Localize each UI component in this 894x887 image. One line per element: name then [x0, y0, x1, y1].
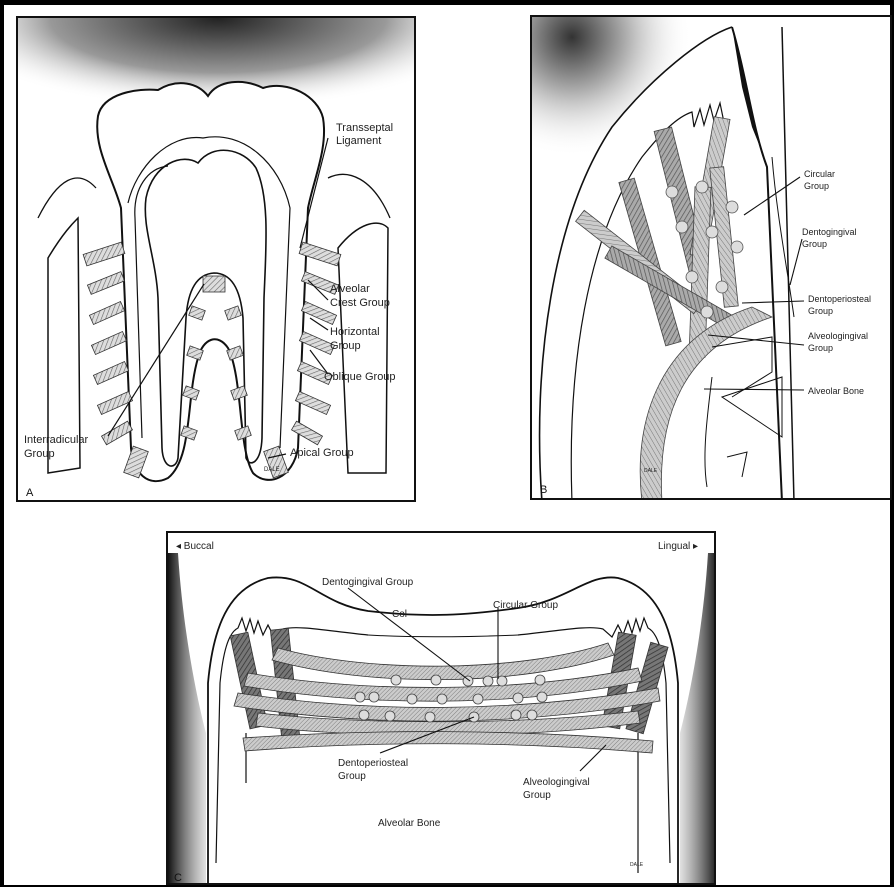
- label-horizontal: Horizontal: [330, 326, 380, 338]
- label-dentoperiosteal: Dentoperiosteal: [808, 294, 871, 304]
- figure-frame: Transseptal Ligament Alveolar Crest Grou…: [4, 5, 890, 885]
- label-alveologingival-group: Group: [808, 343, 833, 353]
- label-alveolar-bone-c: Alveolar Bone: [378, 818, 441, 829]
- tooth-surface: [732, 27, 782, 500]
- label-circular: Circular: [804, 169, 835, 179]
- panel-b-letter: B: [540, 484, 547, 496]
- panel-a-letter: A: [26, 487, 34, 499]
- label-apical-group: Apical Group: [290, 447, 354, 459]
- lingual-shadow: [680, 553, 716, 885]
- label-alveolar: Alveolar: [330, 283, 370, 295]
- label-alveologingival: Alveologingival: [808, 331, 868, 341]
- label-dentoperiosteal-group-c: Group: [338, 771, 366, 782]
- right-gingiva-line: [328, 174, 390, 218]
- label-dentogingival: Dentogingival: [802, 227, 857, 237]
- label-circular-group-c: Circular Group: [493, 600, 558, 611]
- label-dentogingival-group-c: Dentogingival Group: [322, 577, 414, 588]
- label-dentoperiosteal-group: Group: [808, 306, 833, 316]
- label-alveologingival-c: Alveologingival: [523, 777, 590, 788]
- label-circular-group: Group: [804, 181, 829, 191]
- panel-a-drawing: Transseptal Ligament Alveolar Crest Grou…: [18, 18, 416, 502]
- label-buccal: ◂ Buccal: [176, 541, 214, 552]
- panel-c-letter: C: [174, 872, 182, 884]
- panel-c-drawing: ◂ Buccal Lingual ▸ Dentogingival Group C…: [168, 533, 716, 885]
- label-alveologingival-group-c: Group: [523, 790, 551, 801]
- label-interradicular: Interradicular: [24, 434, 89, 446]
- signature-c: DALE: [630, 862, 644, 868]
- label-horizontal-group: Group: [330, 340, 361, 352]
- label-dentogingival-group: Group: [802, 239, 827, 249]
- label-interradicular-group: Group: [24, 448, 55, 460]
- signature-b: DALE: [644, 468, 658, 474]
- tooth-inner-line: [782, 27, 794, 500]
- panel-b-drawing: Circular Group Dentogingival Group Dento…: [532, 17, 892, 500]
- enamel-dark: [732, 27, 764, 157]
- panel-c-interdental-section: ◂ Buccal Lingual ▸ Dentogingival Group C…: [166, 531, 716, 885]
- panel-a-tooth-cross-section: Transseptal Ligament Alveolar Crest Grou…: [16, 16, 416, 502]
- label-ligament: Ligament: [336, 135, 381, 147]
- sulcus-line: [772, 157, 794, 317]
- label-crest-group: Crest Group: [330, 297, 390, 309]
- label-transseptal: Transseptal: [336, 122, 393, 134]
- alveolar-bone-lines: [705, 337, 782, 487]
- signature-a: DALE: [264, 467, 280, 473]
- left-gingiva-line: [38, 178, 96, 218]
- label-oblique-group: Oblique Group: [324, 371, 396, 383]
- label-alveolar-bone-b: Alveolar Bone: [808, 386, 864, 396]
- label-dentoperiosteal-c: Dentoperiosteal: [338, 758, 408, 769]
- label-col: Col: [392, 609, 407, 620]
- label-lingual: Lingual ▸: [658, 541, 698, 552]
- panel-b-gingival-fibers: Circular Group Dentogingival Group Dento…: [530, 15, 892, 500]
- buccal-shadow: [168, 553, 206, 885]
